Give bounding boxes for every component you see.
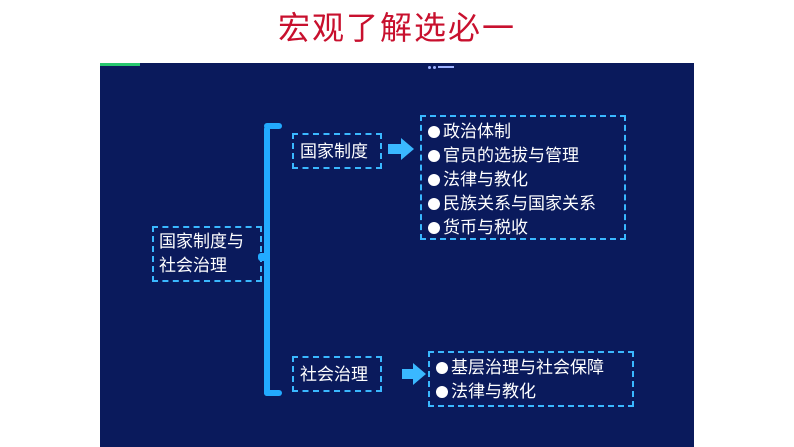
meeting-toolbar[interactable] [428, 63, 464, 71]
toolbar-dot-icon [433, 65, 436, 69]
arrow-right-icon [402, 363, 426, 385]
toolbar-bar-icon [438, 66, 454, 68]
bullet-icon [428, 150, 440, 162]
arrow-right-icon [388, 138, 414, 160]
brace-top [264, 123, 282, 129]
bullet-icon [428, 222, 440, 234]
bullet-icon [428, 174, 440, 186]
list-item: 政治体制 [428, 120, 618, 144]
branch-node-social-governance: 社会治理 [292, 356, 382, 392]
list-social-governance: 基层治理与社会保障 法律与教化 [428, 351, 634, 407]
list-state-system: 政治体制 官员的选拔与管理 法律与教化 民族关系与国家关系 货币与税收 [420, 115, 626, 240]
list-item: 法律与教化 [436, 380, 626, 404]
slide-title: 宏观了解选必一 [277, 9, 516, 47]
list-item: 基层治理与社会保障 [436, 356, 626, 380]
screen-share-area [100, 63, 694, 447]
bullet-icon [436, 386, 448, 398]
list-item: 民族关系与国家关系 [428, 192, 618, 216]
screen-corner-indicator [100, 63, 140, 66]
bullet-icon [428, 126, 440, 138]
branch-node-state-system: 国家制度 [292, 133, 382, 169]
brace-nub [258, 253, 268, 261]
list-item: 官员的选拔与管理 [428, 144, 618, 168]
root-label-line1: 国家制度与 [159, 232, 244, 252]
brace-bottom [264, 390, 282, 396]
bullet-icon [436, 362, 448, 374]
brace-line [264, 126, 270, 396]
root-label-line2: 社会治理 [159, 256, 227, 276]
list-item: 法律与教化 [428, 168, 618, 192]
toolbar-dot-icon [428, 65, 431, 69]
list-item: 货币与税收 [428, 216, 618, 240]
root-node: 国家制度与 社会治理 [152, 226, 262, 282]
bullet-icon [428, 198, 440, 210]
